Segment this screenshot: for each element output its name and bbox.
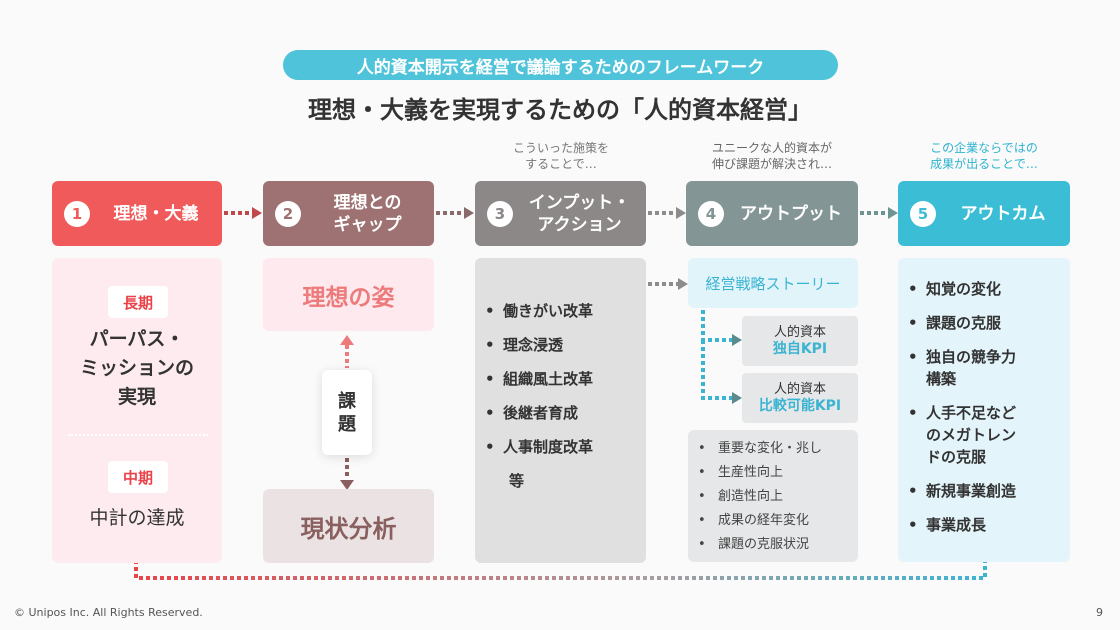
step-4-header: 4 アウトプット <box>686 181 858 246</box>
caption-line: この企業ならではの <box>930 141 1038 155</box>
management-strategy-story: 経営戦略ストーリー <box>688 258 858 308</box>
caption-line: 伸び課題が解決され… <box>711 157 832 171</box>
ideal-state-box: 理想の姿 <box>263 258 434 331</box>
list-item: 知覚の変化 <box>904 278 1070 300</box>
copyright: © Unipos Inc. All Rights Reserved. <box>14 606 203 619</box>
step-3-header: 3 インプット・ アクション <box>475 181 646 246</box>
list-item: 理念浸透 <box>481 328 646 362</box>
step-label: インプット・ アクション <box>528 192 631 235</box>
list-item: 後継者育成 <box>481 396 646 430</box>
caption-line: することで… <box>525 157 597 171</box>
step-label: アウトカム <box>960 203 1046 224</box>
step-1-header: 1 理想・大義 <box>52 181 222 246</box>
list-item: 人手不足など のメガトレン ドの克服 <box>904 402 1070 468</box>
step-number: 5 <box>910 200 936 227</box>
long-term-tag: 長期 <box>108 286 168 318</box>
issue-label: 課 題 <box>322 370 372 455</box>
mid-term-text: 中計の達成 <box>89 507 185 529</box>
list-item: 課題の克服 <box>904 312 1070 334</box>
list-item: 人事制度改革 <box>481 430 646 464</box>
step-label: 理想・大義 <box>113 203 199 224</box>
mid-term-tag: 中期 <box>108 461 168 493</box>
step-number: 2 <box>275 200 301 227</box>
list-item: 生産性向上 <box>688 461 858 485</box>
kpi-bottom: 比較可能KPI <box>758 398 842 414</box>
page-number: 9 <box>1096 606 1103 619</box>
divider <box>68 434 208 436</box>
step-number: 1 <box>64 200 90 227</box>
step-5-header: 5 アウトカム <box>898 181 1070 246</box>
step-number: 3 <box>487 200 513 227</box>
ideal-purpose-panel: 長期 パーパス・ ミッションの 実現 中期 中計の達成 <box>52 258 222 563</box>
output-list-panel: 重要な変化・兆し 生産性向上 創造性向上 成果の経年変化 課題の克服状況 <box>688 430 858 562</box>
caption-input: こういった施策をすることで… <box>475 140 647 172</box>
caption-line: ユニークな人的資本が <box>711 141 832 155</box>
kpi-bottom: 独自KPI <box>772 341 828 357</box>
step-number: 4 <box>698 200 724 227</box>
caption-line: 成果が出ることで… <box>930 157 1038 171</box>
step-2-header: 2 理想との ギャップ <box>263 181 434 246</box>
list-item: 働きがい改革 <box>481 294 646 328</box>
current-analysis-box: 現状分析 <box>263 489 434 563</box>
list-item: 独自の競争力 構築 <box>904 346 1070 390</box>
unique-kpi-box: 人的資本独自KPI <box>742 316 858 366</box>
framework-subtitle-pill: 人的資本開示を経営で議論するためのフレームワーク <box>283 50 838 80</box>
list-item: 成果の経年変化 <box>688 509 858 533</box>
list-item: 事業成長 <box>904 514 1070 536</box>
input-action-panel: 働きがい改革 理念浸透 組織風土改革 後継者育成 人事制度改革 等 <box>475 258 646 563</box>
kpi-top: 人的資本 <box>773 325 826 340</box>
list-item: 創造性向上 <box>688 485 858 509</box>
step-label: 理想との ギャップ <box>333 192 402 235</box>
etc-text: 等 <box>509 472 525 490</box>
caption-line: こういった施策を <box>512 141 609 155</box>
page-title: 理想・大義を実現するための「人的資本経営」 <box>308 96 812 124</box>
long-term-text: パーパス・ ミッションの 実現 <box>79 328 194 408</box>
step-label: アウトプット <box>740 203 842 224</box>
comparable-kpi-box: 人的資本比較可能KPI <box>742 373 858 423</box>
caption-outcome: この企業ならではの成果が出ることで… <box>898 140 1070 172</box>
kpi-top: 人的資本 <box>773 382 826 397</box>
list-item: 重要な変化・兆し <box>688 437 858 461</box>
list-item: 課題の克服状況 <box>688 533 858 557</box>
outcome-panel: 知覚の変化 課題の克服 独自の競争力 構築 人手不足など のメガトレン ドの克服… <box>898 258 1070 562</box>
list-item: 組織風土改革 <box>481 362 646 396</box>
list-item: 新規事業創造 <box>904 480 1070 502</box>
caption-output: ユニークな人的資本が伸び課題が解決され… <box>686 140 858 172</box>
